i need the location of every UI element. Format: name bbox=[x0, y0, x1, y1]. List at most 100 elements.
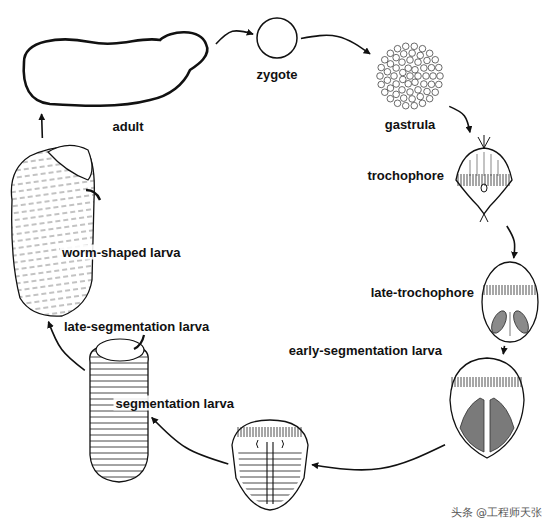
stage-label: late-segmentation larva bbox=[62, 319, 211, 334]
cilia-stroke bbox=[497, 377, 498, 387]
cilia-stroke bbox=[298, 427, 299, 437]
cilia-stroke bbox=[479, 377, 480, 387]
cycle-arrow bbox=[503, 346, 504, 354]
gastrula-cell bbox=[411, 43, 418, 50]
cilia-stroke bbox=[238, 427, 239, 437]
gastrula-cell bbox=[393, 65, 400, 72]
cilia-stroke bbox=[280, 427, 281, 437]
cilia-stroke bbox=[491, 377, 492, 387]
cilia-stroke bbox=[485, 377, 486, 387]
gastrula-cell bbox=[407, 57, 414, 64]
cilia-stroke bbox=[250, 427, 251, 437]
gastrula-cell bbox=[387, 50, 394, 57]
cilia-stroke bbox=[253, 427, 254, 437]
cilia-stroke bbox=[488, 377, 489, 387]
stage-node: early-segmentation larva bbox=[447, 356, 527, 460]
cilia-stroke bbox=[521, 377, 522, 387]
gastrula-cell bbox=[409, 96, 416, 103]
stage-label: segmentation larva bbox=[114, 396, 237, 411]
worm-shaped-figure bbox=[11, 145, 100, 316]
gastrula-cell bbox=[432, 56, 439, 63]
cilia-stroke bbox=[494, 377, 495, 387]
cycle-arrow bbox=[507, 226, 515, 258]
cilia-stroke bbox=[526, 285, 527, 295]
gastrula-cell bbox=[417, 52, 424, 59]
gastrula-cell bbox=[393, 91, 400, 98]
gastrula-cell bbox=[419, 100, 426, 107]
stage-label: early-segmentation larva bbox=[287, 343, 444, 358]
stage-node: late-segmentation larva bbox=[86, 335, 150, 483]
gastrula-cell bbox=[421, 81, 428, 88]
cilia-stroke bbox=[523, 285, 524, 295]
cilia-stroke bbox=[493, 285, 494, 295]
gastrula-cell bbox=[391, 73, 398, 80]
cilia-stroke bbox=[503, 377, 504, 387]
gastrula-cell bbox=[381, 56, 388, 63]
cilia-stroke bbox=[301, 427, 302, 437]
cilia-stroke bbox=[470, 377, 471, 387]
cycle-arrow bbox=[152, 417, 229, 464]
gastrula-cell bbox=[387, 85, 394, 92]
gastrula-cell bbox=[437, 73, 444, 80]
cilia-stroke bbox=[494, 174, 495, 186]
cilia-stroke bbox=[461, 377, 462, 387]
cilia-stroke bbox=[488, 174, 489, 186]
watermark: 头条 @工程师天张 bbox=[451, 506, 543, 519]
cycle-arrow bbox=[216, 31, 253, 44]
cycle-arrow bbox=[312, 445, 445, 470]
gastrula-cell bbox=[393, 81, 400, 88]
gastrula-cell bbox=[378, 81, 385, 88]
cycle-arrow bbox=[449, 106, 470, 132]
stage-node: adult bbox=[18, 22, 214, 112]
cilia-stroke bbox=[274, 427, 275, 437]
gastrula-cell bbox=[415, 73, 422, 80]
cilia-stroke bbox=[484, 285, 485, 295]
gastrula-cell bbox=[400, 95, 407, 102]
cilia-stroke bbox=[506, 174, 507, 186]
cilia-stroke bbox=[509, 377, 510, 387]
cilia-stroke bbox=[518, 377, 519, 387]
stage-label: worm-shaped larva bbox=[60, 245, 183, 260]
stage-node: gastrula bbox=[372, 40, 448, 112]
gastrula-cell bbox=[426, 95, 433, 102]
gastrula-cell bbox=[415, 59, 422, 66]
cilia-stroke bbox=[497, 174, 498, 186]
cilia-stroke bbox=[512, 377, 513, 387]
cilia-stroke bbox=[499, 285, 500, 295]
cilia-stroke bbox=[455, 377, 456, 387]
cilia-stroke bbox=[485, 174, 486, 186]
stage-node: worm-shaped larva bbox=[4, 140, 100, 320]
cilia-stroke bbox=[467, 377, 468, 387]
cilia-stroke bbox=[505, 285, 506, 295]
cilia-stroke bbox=[515, 377, 516, 387]
stage-label: zygote bbox=[254, 67, 299, 82]
gastrula-cell bbox=[411, 102, 418, 109]
cilia-stroke bbox=[514, 285, 515, 295]
gastrula-cell bbox=[399, 87, 406, 94]
gastrula-cell bbox=[407, 73, 414, 80]
gastrula-cell bbox=[400, 51, 407, 58]
gastrula-cell bbox=[432, 89, 439, 96]
gastrula-cell bbox=[412, 66, 419, 73]
zygote-cell bbox=[257, 18, 297, 58]
gastrula-cell bbox=[399, 59, 406, 66]
cilia-stroke bbox=[500, 377, 501, 387]
cilia-stroke bbox=[506, 377, 507, 387]
gastrula-cell bbox=[428, 81, 435, 88]
gastrula-cell bbox=[415, 87, 422, 94]
cilia-stroke bbox=[470, 174, 471, 186]
cilia-stroke bbox=[277, 427, 278, 437]
cilia-stroke bbox=[467, 174, 468, 186]
gastrula-cell bbox=[381, 89, 388, 96]
cilia-stroke bbox=[503, 174, 504, 186]
cilia-stroke bbox=[508, 285, 509, 295]
cilia-stroke bbox=[502, 285, 503, 295]
gastrula-cell bbox=[417, 93, 424, 100]
gastrula-cells bbox=[377, 43, 444, 109]
cilia-stroke bbox=[476, 377, 477, 387]
stage-node: zygote bbox=[255, 16, 299, 60]
cilia-stroke bbox=[452, 377, 453, 387]
gastrula-cell bbox=[393, 54, 400, 61]
gastrula-cell bbox=[435, 81, 442, 88]
cilia-stroke bbox=[482, 174, 483, 186]
